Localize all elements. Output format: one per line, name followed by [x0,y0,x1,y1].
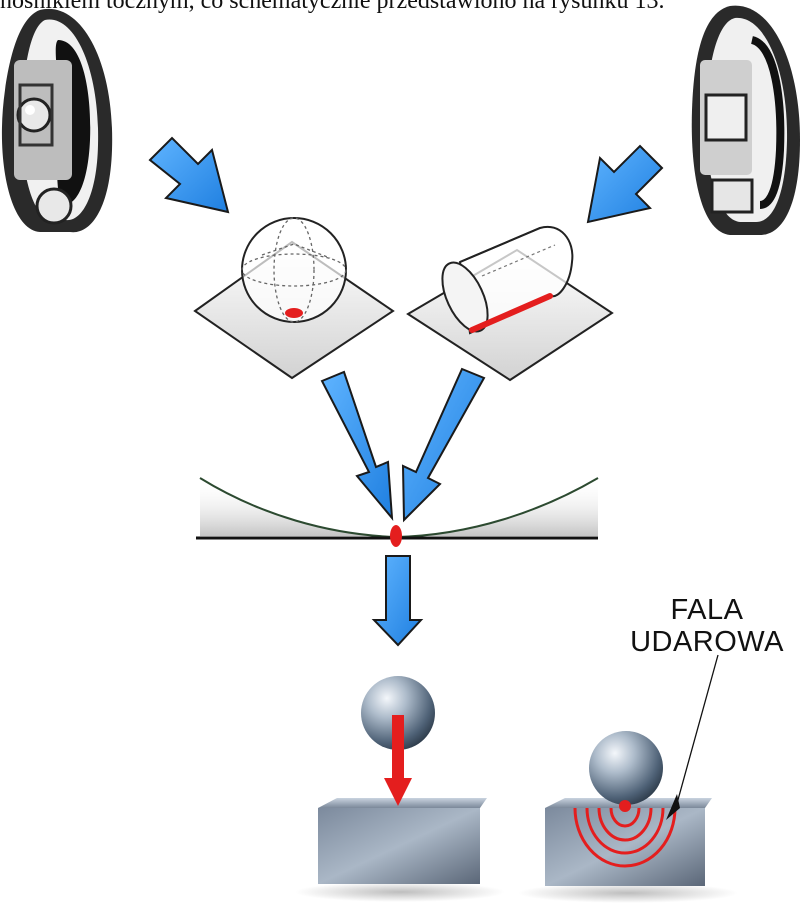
cylindrical-roller-bearing-icon [691,5,800,235]
arrow-ball-to-contact [320,370,394,522]
shock-wave-label: FALA UDAROWA [612,594,802,658]
arrow-roller-to-contact [401,367,486,523]
ball-point-contact-icon [193,217,395,380]
shock-wave-block [518,654,738,903]
roller-contact-line [469,293,553,333]
figure-intro-text: nośnikiem tocznym, co schematycznie prze… [0,0,665,14]
hertz-contact-illustration [196,477,599,547]
ball-bearing-icon [1,8,113,233]
ball-impact-block [295,676,505,902]
contact-zone-dot [390,525,402,547]
roller-line-contact-icon [406,225,614,382]
arrow-ball-bearing-to-ball [148,136,230,214]
shock-wave-label-line2: UDAROWA [630,626,784,658]
steel-ball-on-surface [589,731,663,805]
steel-ball [361,676,435,750]
arrow-roller-bearing-to-roller [586,144,664,224]
shock-wave-label-line1: FALA [670,594,744,626]
arrow-contact-to-impact [371,555,424,647]
shock-wave-rings [573,807,677,868]
ball-contact-point [285,308,303,318]
impact-force-arrow [384,778,412,806]
